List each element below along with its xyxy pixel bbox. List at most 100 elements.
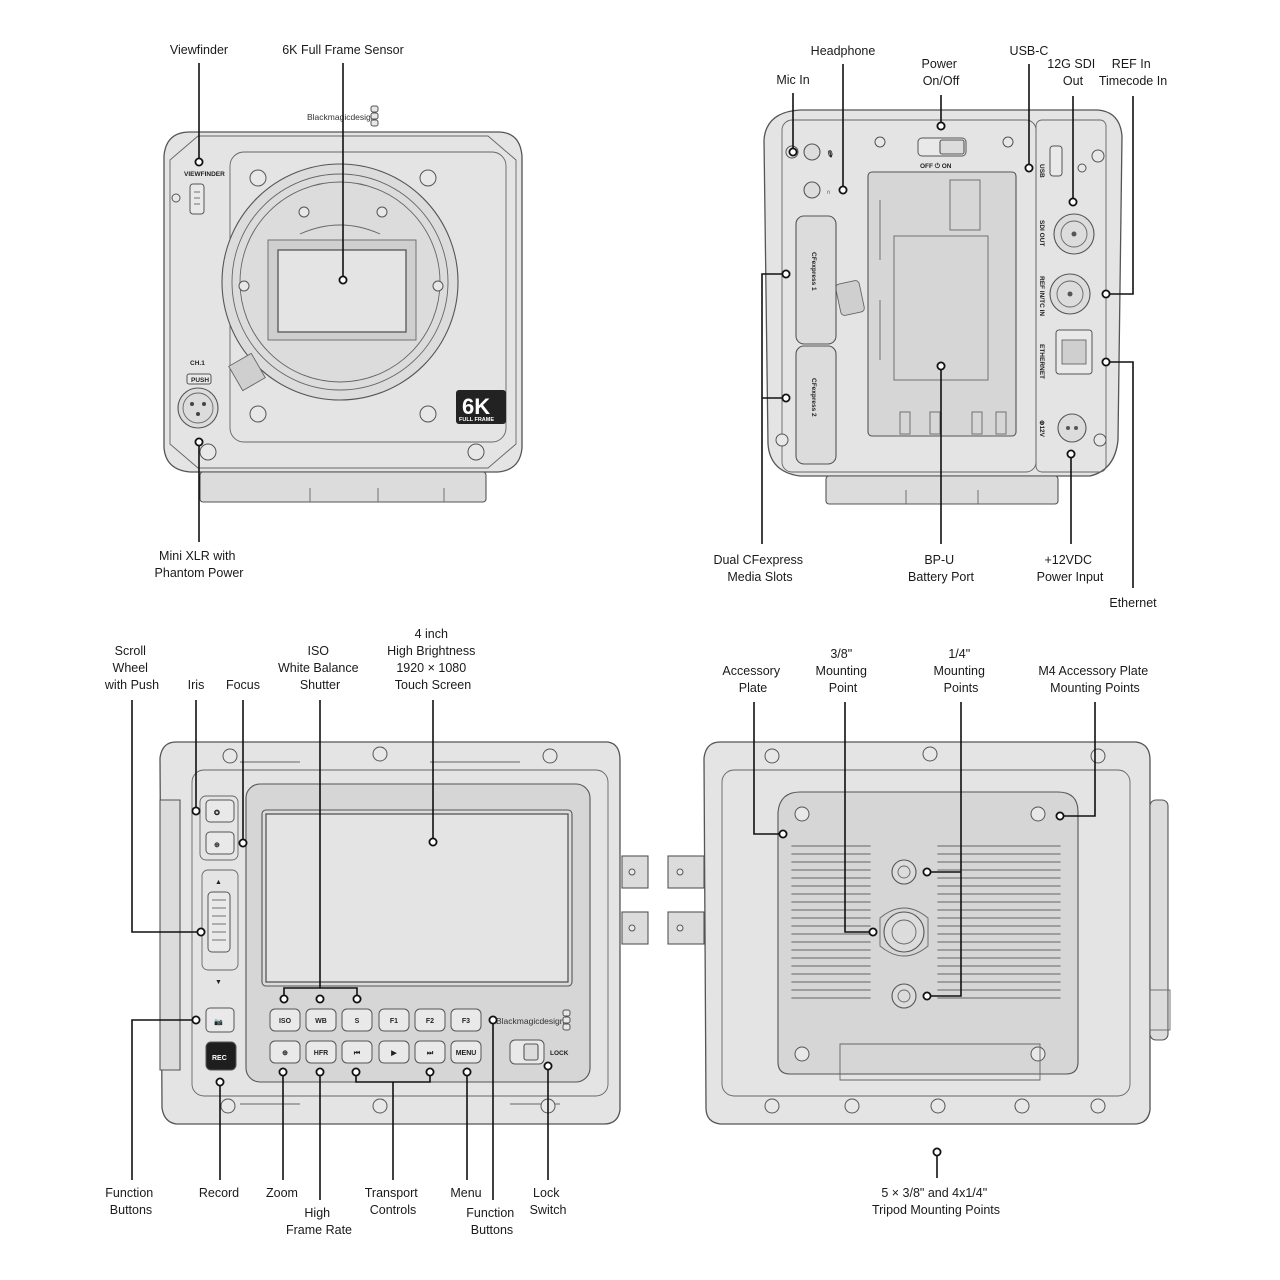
front-view: Blackmagicdesign VIEWFINDER CH.1 PUSH 6K…	[155, 43, 523, 580]
vent-slots-right	[937, 845, 1061, 999]
cfexpress-slot-1[interactable]	[795, 215, 837, 345]
skip-back-icon: ⏮	[354, 1050, 361, 1057]
front-bottom-feet	[199, 471, 487, 503]
row1-f1-button-label: F1	[390, 1018, 398, 1025]
camera-function-button[interactable]	[205, 1007, 235, 1033]
front-screws	[199, 169, 485, 461]
dc-power-input[interactable]	[1057, 413, 1087, 443]
label-zoom: Zoom	[266, 1186, 298, 1200]
label-ref-in: REF In Timecode In	[1099, 57, 1167, 88]
bottom-screws	[764, 746, 1106, 1114]
label-mount-3-8: 3/8" Mounting Point	[816, 647, 871, 695]
sensor-area	[277, 249, 407, 333]
front-brand-text: Blackmagicdesign	[307, 112, 376, 122]
label-viewfinder: Viewfinder	[170, 43, 228, 57]
label-mount-1-4: 1/4" Mounting Points	[934, 647, 989, 695]
iris-icon: ✪	[213, 809, 220, 817]
label-usb-c: USB-C	[1010, 44, 1049, 58]
label-m4-plate: M4 Accessory Plate Mounting Points	[1038, 664, 1151, 695]
mic-in-jack[interactable]	[803, 143, 821, 161]
row1-iso-button[interactable]	[269, 1008, 301, 1032]
row1-s-button[interactable]	[341, 1008, 373, 1032]
m4-mount-point	[794, 1046, 810, 1062]
play-icon: ▶	[390, 1050, 397, 1057]
row1-iso-button-label: ISO	[279, 1018, 292, 1025]
label-lock-switch: Lock Switch	[530, 1186, 567, 1217]
rear-bottom-feet	[825, 475, 1059, 505]
usb-c-port[interactable]	[1049, 145, 1063, 177]
viewfinder-port-marking: VIEWFINDER	[184, 171, 225, 178]
xlr-push-marking: PUSH	[191, 377, 209, 384]
side-brand-text: Blackmagicdesign	[496, 1016, 565, 1026]
rec-marking: REC	[212, 1055, 227, 1062]
touch-screen[interactable]	[265, 813, 569, 983]
label-ethernet: Ethernet	[1109, 596, 1157, 610]
mount-point-1-4-bottom	[891, 983, 917, 1009]
label-mic-in: Mic In	[776, 73, 809, 87]
label-iso-group: ISO White Balance Shutter	[278, 644, 362, 692]
lock-marking: LOCK	[550, 1050, 569, 1057]
focus-button[interactable]	[205, 831, 235, 855]
row2-play-button[interactable]	[378, 1040, 410, 1064]
headphone-icon: ∩	[826, 189, 831, 196]
label-focus: Focus	[226, 678, 260, 692]
mount-point-3-8	[883, 911, 925, 953]
iris-button[interactable]	[205, 799, 235, 823]
label-menu: Menu	[450, 1186, 481, 1200]
label-function-buttons-right: Function Buttons	[466, 1206, 517, 1237]
label-power: Power On/Off	[922, 57, 961, 88]
label-iris: Iris	[188, 678, 205, 692]
row1-f2-button-label: F2	[426, 1018, 434, 1025]
6k-badge-subtext: FULL FRAME	[459, 417, 494, 423]
card1-marking: CFexpress 1	[810, 252, 817, 291]
ref-in-marking: REF IN/TC IN	[1038, 276, 1045, 316]
label-sensor: 6K Full Frame Sensor	[282, 43, 404, 57]
row1-f1-button[interactable]	[378, 1008, 410, 1032]
scroll-wheel[interactable]	[207, 891, 231, 953]
channel-marking: CH.1	[190, 360, 205, 367]
power-switch-marking: OFF ⏻ ON	[920, 162, 952, 170]
row1-f2-button[interactable]	[414, 1008, 446, 1032]
label-mini-xlr: Mini XLR with Phantom Power	[155, 549, 244, 580]
label-battery: BP-U Battery Port	[908, 553, 975, 584]
row2-menu-button[interactable]	[450, 1040, 482, 1064]
label-function-buttons-left: Function Buttons	[105, 1186, 156, 1217]
row2-zoom-button[interactable]	[269, 1040, 301, 1064]
label-headphone: Headphone	[811, 44, 876, 58]
headphone-jack[interactable]	[803, 181, 821, 199]
label-record: Record	[199, 1186, 239, 1200]
6k-badge	[456, 390, 506, 424]
vent-slots-left	[791, 845, 871, 999]
row2-skip-forward-button[interactable]	[414, 1040, 446, 1064]
zoom-icon: ⊕	[282, 1050, 288, 1057]
function-buttons-row-2: ⊕HFR⏮▶⏭MENU	[269, 1040, 482, 1064]
usb-marking: USB	[1038, 164, 1045, 178]
6k-badge-text: 6K	[462, 394, 490, 419]
label-screen: 4 inch High Brightness 1920 × 1080 Touch…	[387, 627, 479, 692]
camera-icon: 📷	[214, 1018, 223, 1026]
cfexpress-slot-2[interactable]	[795, 345, 837, 465]
label-cfexpress: Dual CFexpress Media Slots	[713, 553, 806, 584]
row2-hfr-button[interactable]	[305, 1040, 337, 1064]
card2-marking: CFexpress 2	[810, 378, 817, 417]
label-transport: Transport Controls	[365, 1186, 422, 1217]
scroll-up-icon: ▲	[215, 879, 222, 886]
label-power-input: +12VDC Power Input	[1037, 553, 1104, 584]
ethernet-marking: ETHERNET	[1038, 344, 1045, 379]
viewfinder-port[interactable]	[189, 183, 205, 215]
row2-menu-button-label: MENU	[456, 1050, 477, 1057]
battery-plate	[867, 171, 1017, 437]
label-sdi-out: 12G SDI Out	[1047, 57, 1098, 88]
m4-mount-point	[794, 806, 810, 822]
mount-point-1-4-top	[891, 859, 917, 885]
row1-wb-button-label: WB	[315, 1018, 327, 1025]
mini-xlr-connector[interactable]	[177, 387, 219, 429]
row1-f3-button[interactable]	[450, 1008, 482, 1032]
row2-skip-back-button[interactable]	[341, 1040, 373, 1064]
focus-icon: ⊕	[214, 842, 220, 849]
row1-wb-button[interactable]	[305, 1008, 337, 1032]
record-button[interactable]	[205, 1041, 237, 1071]
